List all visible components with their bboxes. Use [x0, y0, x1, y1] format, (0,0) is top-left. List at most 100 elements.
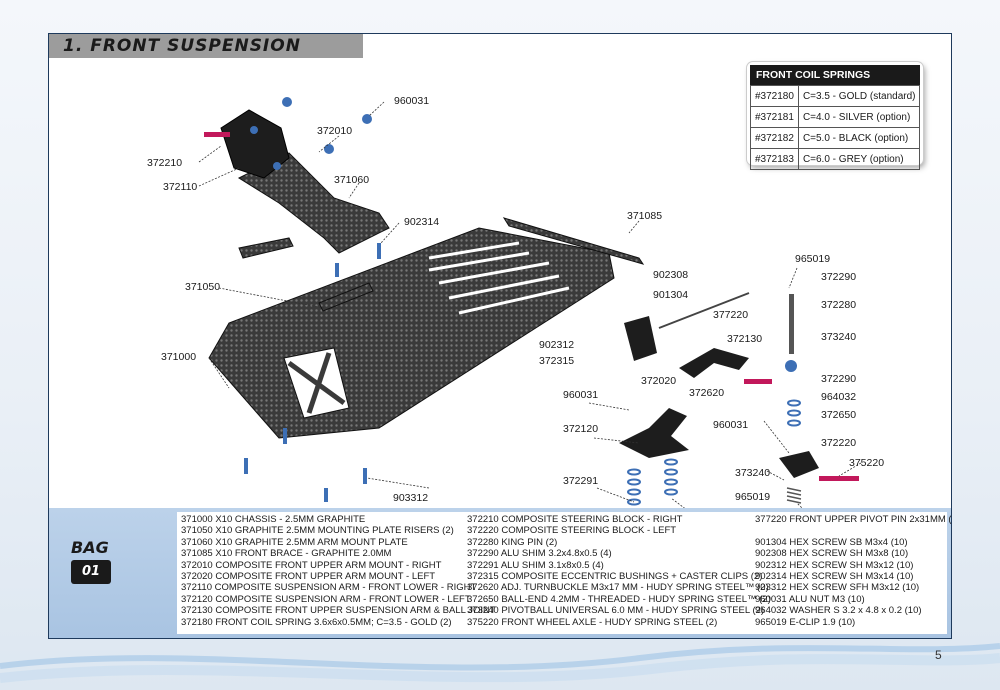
front-coil-spring: [786, 487, 802, 504]
list-item: 372210 COMPOSITE STEERING BLOCK - RIGHT: [467, 514, 683, 525]
callout-964032: 964032: [821, 391, 856, 403]
parts-list-band: BAG 01 371000 X10 CHASSIS - 2.5MM GRAPHI…: [49, 508, 951, 638]
list-item: 371060 X10 GRAPHITE 2.5MM ARM MOUNT PLAT…: [181, 536, 408, 548]
callout-373240-b: 373240: [735, 467, 770, 479]
upper-pivot-pin: [658, 292, 750, 329]
list-item: 372180 FRONT COIL SPRING 3.6x6x0.5MM; C=…: [181, 616, 452, 628]
exploded-parts-diagram: 960031 372010 372210 372110 371060 90231…: [147, 95, 884, 508]
upper-arm-mount-right: [220, 109, 290, 179]
callout-960031-c: 960031: [713, 419, 748, 431]
list-item: 902312 HEX SCREW SH M3x12 (10): [755, 559, 914, 571]
callout-375220: 375220: [849, 457, 884, 469]
list-item: 372220 COMPOSITE STEERING BLOCK - LEFT: [467, 525, 677, 537]
arm-mount-plate: [237, 152, 390, 254]
list-item: 372110 COMPOSITE SUSPENSION ARM - FRONT …: [181, 582, 477, 594]
parts-column-3: 377220 FRONT UPPER PIVOT PIN 2x31MM (2) …: [755, 514, 952, 628]
list-item: 377220 FRONT UPPER PIVOT PIN 2x31MM (2): [755, 514, 952, 525]
list-item: 372650 BALL-END 4.2MM - THREADED - HUDY …: [467, 593, 771, 605]
callout-371000: 371000: [161, 351, 196, 363]
springs-header: FRONT COIL SPRINGS: [750, 65, 920, 85]
callout-371050: 371050: [185, 281, 220, 293]
section-title: 1. FRONT SUSPENSION: [63, 36, 301, 56]
list-item: 371050 X10 GRAPHITE 2.5MM MOUNTING PLATE…: [181, 525, 454, 537]
parts-list: 371000 X10 CHASSIS - 2.5MM GRAPHITE 3710…: [177, 512, 951, 634]
pivot-pin-right: [204, 132, 230, 137]
callout-372315: 372315: [539, 355, 574, 367]
list-item: 901304 HEX SCREW SB M3x4 (10): [755, 536, 908, 548]
alu-nut: [282, 97, 292, 107]
callout-372650: 372650: [821, 409, 856, 421]
leader-lines: [198, 101, 862, 508]
pivot-ball: [785, 360, 797, 372]
list-item: 372120 COMPOSITE SUSPENSION ARM - FRONT …: [181, 593, 471, 605]
callout-377220: 377220: [713, 309, 748, 321]
callout-960031-b: 960031: [563, 389, 598, 401]
callout-372120: 372120: [563, 423, 598, 435]
callout-372291-a: 372291: [563, 475, 598, 487]
list-item: 372290 ALU SHIM 3.2x4.8x0.5 (4): [467, 548, 612, 560]
mounting-riser-1: [238, 237, 294, 259]
callout-902308: 902308: [653, 269, 688, 281]
lower-suspension-arm-left: [619, 408, 689, 458]
callout-373240-a: 373240: [821, 331, 856, 343]
screws: [244, 243, 381, 502]
manual-page: 1. FRONT SUSPENSION: [48, 33, 952, 639]
alu-nut: [324, 144, 334, 154]
list-item: 372020 COMPOSITE FRONT UPPER ARM MOUNT -…: [181, 570, 436, 582]
callout-902314: 902314: [404, 216, 439, 228]
callout-372220: 372220: [821, 437, 856, 449]
mounting-riser-2: [318, 282, 374, 312]
callout-902312: 902312: [539, 339, 574, 351]
callout-372290-a: 372290: [821, 271, 856, 283]
list-item: 372010 COMPOSITE FRONT UPPER ARM MOUNT -…: [181, 559, 442, 571]
list-item: 373240 PIVOTBALL UNIVERSAL 6.0 MM - HUDY…: [467, 605, 765, 617]
callout-372280: 372280: [821, 299, 856, 311]
front-brace: [502, 217, 645, 265]
list-item: 964032 WASHER S 3.2 x 4.8 x 0.2 (10): [755, 605, 922, 617]
page-number: 5: [935, 648, 942, 662]
callout-372110: 372110: [163, 181, 197, 193]
list-item: 902308 HEX SCREW SH M3x8 (10): [755, 548, 909, 560]
king-pin: [789, 294, 794, 354]
callout-965019-b: 965019: [735, 491, 770, 503]
list-item: 372280 KING PIN (2): [467, 536, 558, 548]
callout-372290-b: 372290: [821, 373, 856, 385]
turnbuckle: [744, 379, 772, 384]
list-item: [755, 525, 951, 536]
callout-372210: 372210: [147, 157, 182, 169]
callout-372010: 372010: [317, 125, 352, 137]
front-wheel-axle: [819, 476, 859, 481]
list-item: 902314 HEX SCREW SH M3x14 (10): [755, 570, 914, 582]
bag-number: 01: [71, 560, 111, 584]
list-item: 372130 COMPOSITE FRONT UPPER SUSPENSION …: [181, 605, 496, 617]
callout-372130: 372130: [727, 333, 762, 345]
decorative-wave: [0, 643, 1000, 683]
callout-960031: 960031: [394, 95, 429, 107]
parts-column-2: 372210 COMPOSITE STEERING BLOCK - RIGHT …: [467, 514, 771, 628]
bag-badge: BAG 01: [71, 538, 129, 584]
shims-column: [627, 399, 801, 506]
upper-suspension-arm: [679, 348, 749, 378]
steering-block-left: [779, 451, 819, 478]
callout-371085: 371085: [627, 210, 662, 222]
list-item: 372620 ADJ. TURNBUCKLE M3x17 MM - HUDY S…: [467, 582, 769, 594]
chassis-plate: [208, 227, 615, 439]
parts-column-1: 371000 X10 CHASSIS - 2.5MM GRAPHITE 3710…: [181, 514, 496, 628]
list-item: 372291 ALU SHIM 3.1x8x0.5 (4): [467, 559, 604, 571]
list-item: 371085 X10 FRONT BRACE - GRAPHITE 2.0MM: [181, 548, 392, 560]
callout-901304: 901304: [653, 289, 688, 301]
callout-903312: 903312: [393, 492, 428, 504]
chassis-slots: [428, 241, 570, 315]
callout-965019-a: 965019: [795, 253, 830, 265]
list-item: 960031 ALU NUT M3 (10): [755, 593, 865, 605]
list-item: 965019 E-CLIP 1.9 (10): [755, 616, 856, 628]
callout-372620: 372620: [689, 387, 724, 399]
alu-nut: [362, 114, 372, 124]
section-title-bar: 1. FRONT SUSPENSION: [49, 34, 363, 58]
list-item: 903312 HEX SCREW SFH M3x12 (10): [755, 582, 920, 594]
